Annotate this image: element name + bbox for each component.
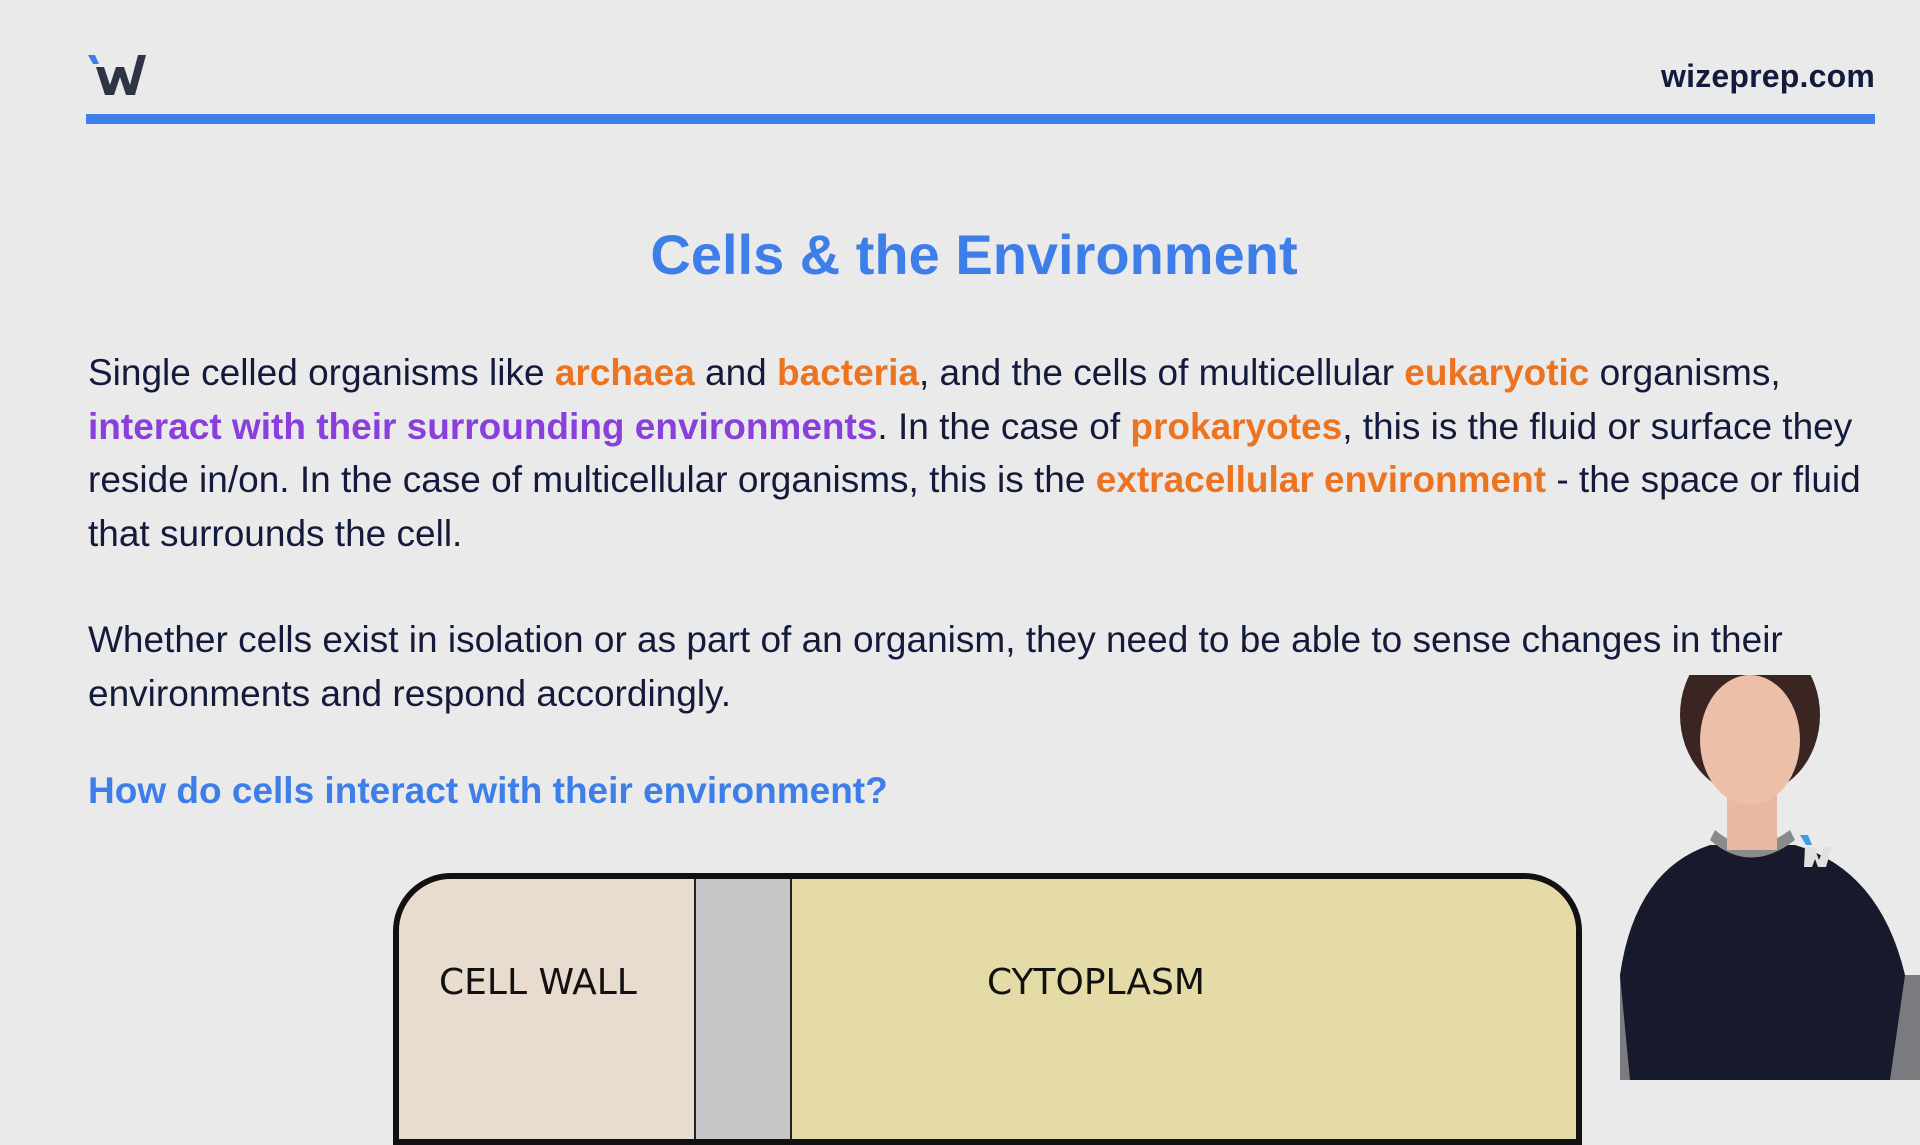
slide-title: Cells & the Environment xyxy=(650,223,1298,286)
wizeprep-logo-icon xyxy=(88,55,146,95)
term-interact: interact with their surrounding environm… xyxy=(88,405,878,447)
question-heading: How do cells interact with their environ… xyxy=(88,770,888,811)
term-bacteria: bacteria xyxy=(777,352,919,393)
membrane-region xyxy=(696,879,792,1139)
presenter-video-icon xyxy=(1620,675,1920,1080)
header-divider xyxy=(86,114,1875,124)
term-extracellular-environment: extracellular environment xyxy=(1095,459,1547,500)
intro-paragraph: Single celled organisms like archaea and… xyxy=(88,346,1878,560)
cytoplasm-label: CYTOPLASM xyxy=(987,962,1205,1003)
text: organisms, xyxy=(1589,352,1781,393)
text: Single celled organisms like xyxy=(88,352,555,393)
term-archaea: archaea xyxy=(554,352,695,393)
text: , and the cells of multicellular xyxy=(918,352,1405,393)
term-prokaryotes: prokaryotes xyxy=(1130,405,1343,447)
text: , this is the fluid or surface they resi… xyxy=(88,405,1853,501)
second-paragraph: Whether cells exist in isolation or as p… xyxy=(88,619,1783,714)
text: . In the case of xyxy=(877,405,1131,447)
cell-wall-label: CELL WALL xyxy=(439,962,637,1003)
cell-diagram: CELL WALL CYTOPLASM xyxy=(393,873,1582,1145)
site-url[interactable]: wizeprep.com xyxy=(1660,58,1875,94)
cell-wall-region: CELL WALL xyxy=(399,879,696,1139)
text: and xyxy=(694,352,778,393)
cytoplasm-region: CYTOPLASM xyxy=(792,879,1576,1139)
text: - the space or fluid that surrounds the … xyxy=(88,459,1861,554)
term-eukaryotic: eukaryotic xyxy=(1404,352,1590,393)
